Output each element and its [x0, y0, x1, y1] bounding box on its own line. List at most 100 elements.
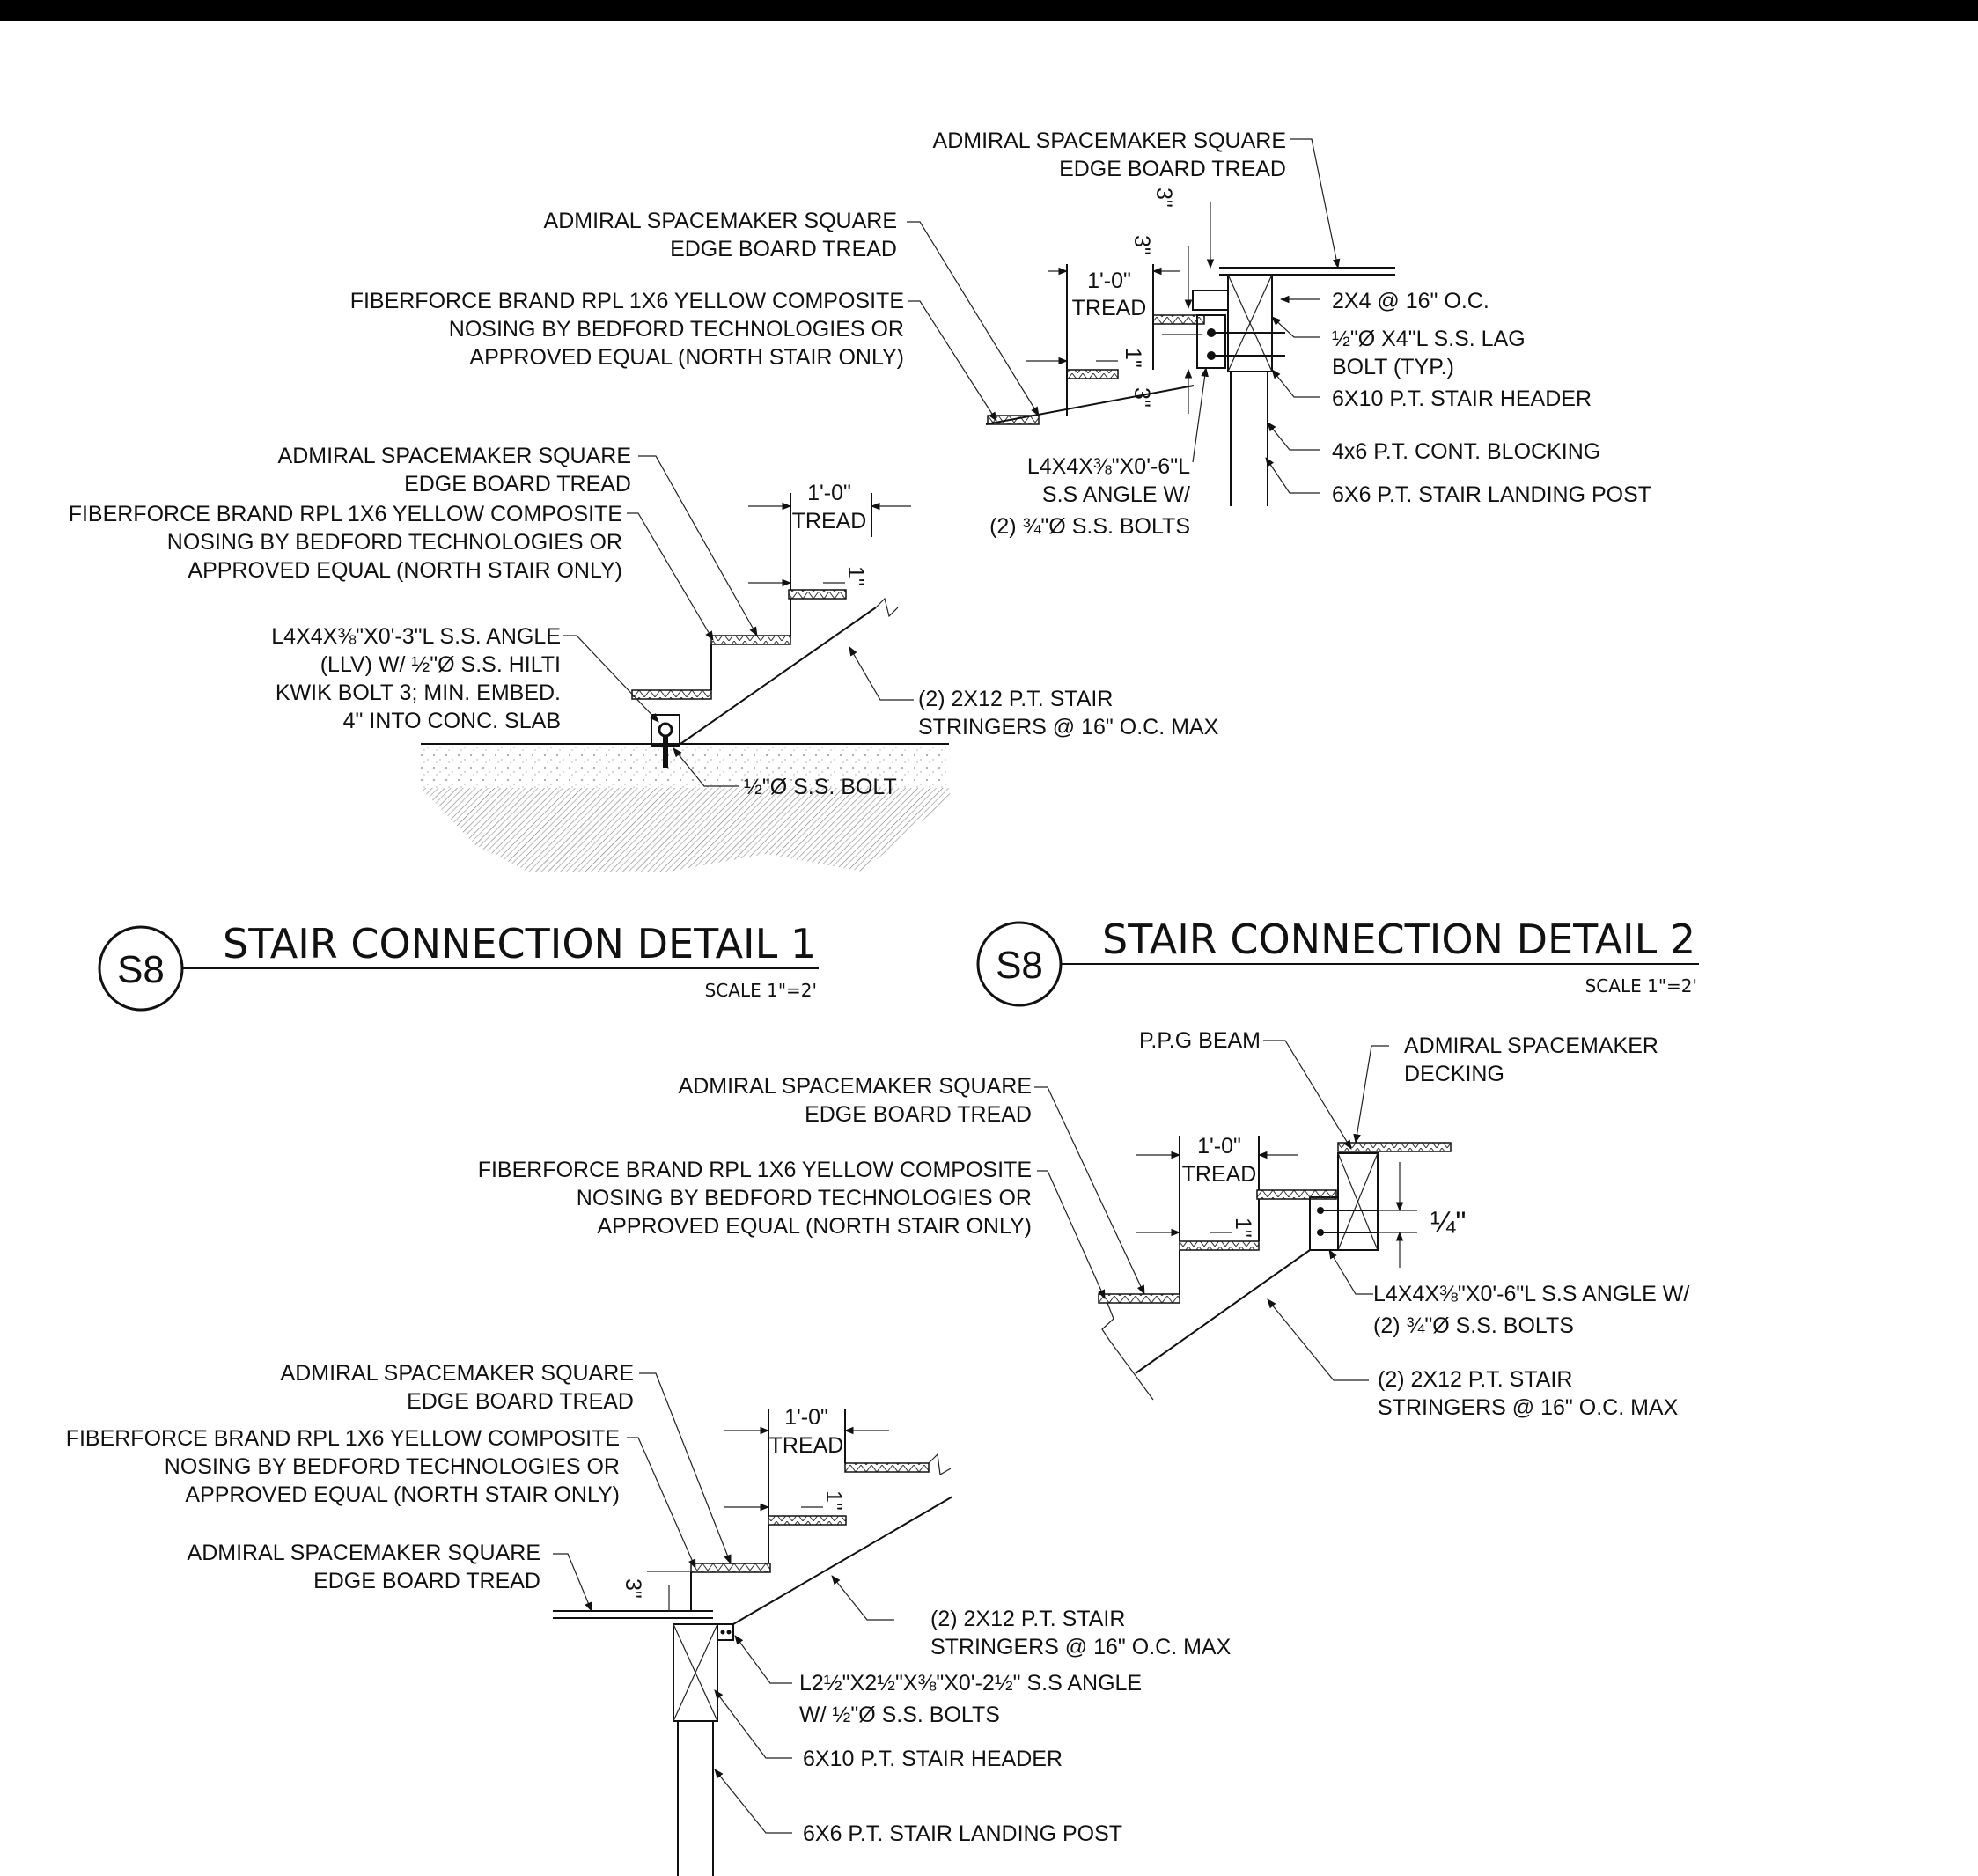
label-top-tread-2: EDGE BOARD TREAD — [1059, 157, 1286, 181]
label-tread-2: EDGE BOARD TREAD — [670, 237, 897, 261]
label-d2l-stringers-2: STRINGERS @ 16" O.C. MAX — [930, 1635, 1232, 1659]
label-d2l-landing-tread-1: ADMIRAL SPACEMAKER SQUARE — [188, 1541, 540, 1565]
label-bolt: ½"Ø S.S. BOLT — [744, 775, 897, 799]
detail1-number: S8 — [117, 948, 165, 991]
label-lower-angle-3: KWIK BOLT 3; MIN. EMBED. — [276, 681, 561, 705]
detail1-upper-drawing — [985, 202, 1395, 506]
label-angle-2: S.S ANGLE W/ — [1042, 482, 1190, 507]
label-d2l-tread-1: ADMIRAL SPACEMAKER SQUARE — [281, 1361, 634, 1386]
label-nosing-3: APPROVED EQUAL (NORTH STAIR ONLY) — [469, 345, 904, 370]
label-d2-nosing-1: FIBERFORCE BRAND RPL 1X6 YELLOW COMPOSIT… — [478, 1158, 1032, 1182]
label-d2-tread-2: EDGE BOARD TREAD — [805, 1102, 1032, 1127]
detail2-title: STAIR CONNECTION DETAIL 2 — [1102, 916, 1695, 963]
label-tread-1: ADMIRAL SPACEMAKER SQUARE — [544, 209, 897, 233]
label-d2-stringers-2: STRINGERS @ 16" O.C. MAX — [1378, 1395, 1679, 1420]
detail2-upper-leaders — [1034, 1040, 1389, 1381]
label-lower-tread-1: ADMIRAL SPACEMAKER SQUARE — [278, 444, 631, 468]
label-d2-dim-1: 1" — [1231, 1218, 1255, 1238]
label-lower-dim-1: 1" — [843, 566, 868, 586]
label-angle-1: L4X4X⅜"X0'-6"L — [1027, 454, 1190, 479]
label-stringers-2: STRINGERS @ 16" O.C. MAX — [918, 715, 1219, 739]
label-d2-angle-2: (2) ¾"Ø S.S. BOLTS — [1373, 1313, 1574, 1338]
detail1-lower-labels: ADMIRAL SPACEMAKER SQUARE EDGE BOARD TRE… — [69, 444, 1219, 799]
label-d2-tread-dim-2: TREAD — [1182, 1162, 1257, 1187]
decking-board — [1337, 1142, 1452, 1152]
label-top-tread-1: ADMIRAL SPACEMAKER SQUARE — [933, 129, 1286, 153]
label-dim-3c: 3" — [1129, 387, 1154, 408]
label-d2l-tread-dim-2: TREAD — [769, 1433, 844, 1458]
detail1-lower-drawing — [421, 493, 951, 872]
label-d2l-header: 6X10 P.T. STAIR HEADER — [803, 1747, 1063, 1771]
label-d2-nosing-3: APPROVED EQUAL (NORTH STAIR ONLY) — [597, 1214, 1032, 1239]
tread-d1u-2 — [1066, 369, 1119, 379]
label-d2l-stringers-1: (2) 2X12 P.T. STAIR — [930, 1607, 1125, 1631]
sheet-border-bar — [0, 0, 1978, 21]
label-d2-angle-1: L4X4X⅜"X0'-6"L S.S ANGLE W/ — [1373, 1282, 1689, 1306]
label-lower-angle-4: 4" INTO CONC. SLAB — [343, 709, 561, 733]
label-nosing-1: FIBERFORCE BRAND RPL 1X6 YELLOW COMPOSIT… — [350, 289, 904, 313]
label-d2-tread-dim-1: 1'-0" — [1197, 1134, 1241, 1159]
label-cont-blocking: 4x6 P.T. CONT. BLOCKING — [1332, 439, 1600, 464]
label-d2-stringers-1: (2) 2X12 P.T. STAIR — [1378, 1367, 1572, 1392]
label-d2l-dim-3: 3" — [621, 1578, 645, 1599]
tread-d1u-1 — [1152, 314, 1205, 325]
label-d2l-post: 6X6 P.T. STAIR LANDING POST — [803, 1821, 1122, 1846]
tread-d2l-1 — [844, 1462, 930, 1473]
detail2-title-block: S8 STAIR CONNECTION DETAIL 2 SCALE 1"=2' — [976, 916, 1699, 1007]
tread-d1l-2 — [710, 635, 791, 645]
detail1-title: STAIR CONNECTION DETAIL 1 — [223, 920, 816, 967]
label-d2l-angle-2: W/ ½"Ø S.S. BOLTS — [799, 1703, 1000, 1727]
tread-d2u-3 — [1098, 1293, 1180, 1304]
tread-d2u-2 — [1179, 1240, 1260, 1251]
detail2-scale: SCALE 1"=2' — [1585, 975, 1697, 997]
label-lower-nosing-1: FIBERFORCE BRAND RPL 1X6 YELLOW COMPOSIT… — [69, 502, 622, 526]
label-d2l-nosing-1: FIBERFORCE BRAND RPL 1X6 YELLOW COMPOSIT… — [66, 1426, 620, 1451]
label-beam: P.P.G BEAM — [1139, 1028, 1261, 1053]
detail2-lower-drawing — [553, 1409, 953, 1876]
tread-d2l-2 — [768, 1515, 847, 1526]
tread-d1l-1 — [788, 589, 847, 600]
label-lower-tread-dim-2: TREAD — [792, 509, 867, 533]
tread-d2u-1 — [1256, 1189, 1337, 1200]
label-tread-dim-1: 1'-0" — [1087, 269, 1131, 293]
detail2-number: S8 — [996, 944, 1043, 987]
label-d2l-tread-2: EDGE BOARD TREAD — [407, 1389, 634, 1414]
label-lower-nosing-2: NOSING BY BEDFORD TECHNOLOGIES OR — [167, 530, 622, 555]
tread-d1l-3 — [631, 689, 712, 700]
label-lower-angle-2: (LLV) W/ ½"Ø S.S. HILTI — [320, 652, 561, 677]
detail1-title-block: S8 STAIR CONNECTION DETAIL 1 SCALE 1"=2' — [98, 920, 819, 1012]
detail1-lower-leaders — [563, 455, 914, 787]
label-d2l-nosing-2: NOSING BY BEDFORD TECHNOLOGIES OR — [165, 1454, 620, 1479]
label-dim-3a: 3" — [1151, 188, 1176, 208]
label-decking-2: DECKING — [1404, 1062, 1504, 1086]
label-d2l-dim-1: 1" — [821, 1490, 846, 1511]
label-d2l-nosing-3: APPROVED EQUAL (NORTH STAIR ONLY) — [185, 1482, 620, 1507]
label-lower-tread-dim-1: 1'-0" — [807, 481, 851, 505]
detail2-upper-drawing — [1098, 1136, 1452, 1401]
detail2-lower-labels: ADMIRAL SPACEMAKER SQUARE EDGE BOARD TRE… — [66, 1361, 1232, 1846]
label-d2-dim-quarter: ¼" — [1430, 1206, 1466, 1240]
label-d2-nosing-2: NOSING BY BEDFORD TECHNOLOGIES OR — [577, 1186, 1032, 1210]
label-stringers-1: (2) 2X12 P.T. STAIR — [918, 687, 1113, 711]
label-lower-nosing-3: APPROVED EQUAL (NORTH STAIR ONLY) — [188, 558, 622, 583]
label-decking-1: ADMIRAL SPACEMAKER — [1404, 1034, 1658, 1058]
label-dim-3b: 3" — [1129, 235, 1154, 255]
label-tread-dim-2: TREAD — [1072, 296, 1147, 320]
label-lag-2: BOLT (TYP.) — [1332, 355, 1454, 379]
label-angle-3: (2) ¾"Ø S.S. BOLTS — [989, 514, 1190, 539]
label-d2l-landing-tread-2: EDGE BOARD TREAD — [313, 1569, 540, 1593]
label-lag-1: ½"Ø X4"L S.S. LAG — [1332, 327, 1526, 351]
label-d2l-angle-1: L2½"X2½"X⅜"X0'-2½" S.S ANGLE — [799, 1671, 1142, 1696]
label-nosing-2: NOSING BY BEDFORD TECHNOLOGIES OR — [449, 317, 904, 342]
label-2x4: 2X4 @ 16" O.C. — [1332, 289, 1489, 313]
detail1-scale: SCALE 1"=2' — [705, 980, 817, 1001]
detail2-lower-leaders — [553, 1372, 894, 1834]
tread-d2l-3 — [690, 1563, 771, 1573]
label-d2-tread-1: ADMIRAL SPACEMAKER SQUARE — [679, 1074, 1032, 1099]
detail1-upper-labels: ADMIRAL SPACEMAKER SQUARE EDGE BOARD TRE… — [350, 129, 1651, 539]
detail1-upper-leaders — [907, 138, 1341, 494]
label-d2l-tread-dim-1: 1'-0" — [784, 1405, 828, 1430]
label-header: 6X10 P.T. STAIR HEADER — [1332, 386, 1592, 411]
label-lower-tread-2: EDGE BOARD TREAD — [404, 472, 631, 497]
